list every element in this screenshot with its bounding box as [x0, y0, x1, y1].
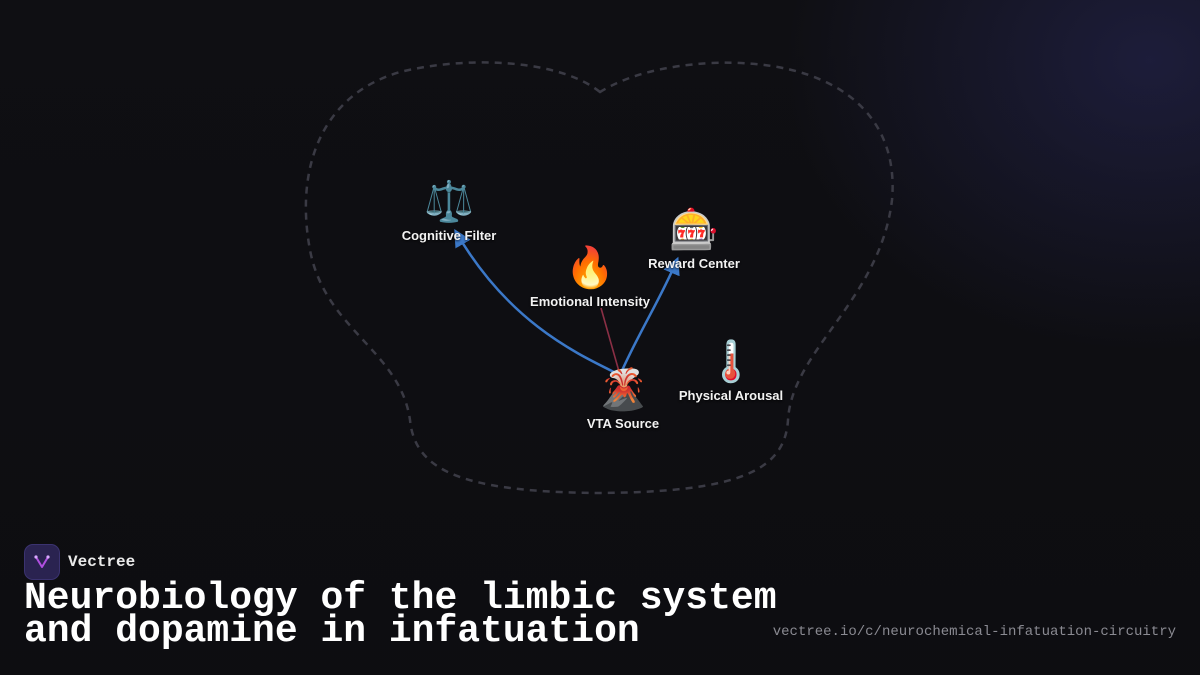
- node-label: VTA Source: [586, 416, 660, 431]
- node-label: Physical Arousal: [678, 388, 784, 403]
- node-label: Emotional Intensity: [530, 294, 650, 309]
- node-physical-arousal[interactable]: 🌡️ Physical Arousal: [679, 338, 783, 403]
- source-url[interactable]: vectree.io/c/neurochemical-infatuation-c…: [772, 624, 1176, 640]
- vectree-logo-icon: [24, 544, 60, 580]
- edge-vta-emotional: [600, 307, 621, 376]
- slot-machine-icon: 🎰: [669, 207, 719, 253]
- thermometer-icon: 🌡️: [706, 339, 756, 385]
- edges-layer: [454, 228, 680, 377]
- brain-outline: [304, 61, 894, 495]
- node-cognitive-filter[interactable]: ⚖️ Cognitive Filter: [402, 178, 497, 243]
- brand-name: Vectree: [68, 553, 136, 571]
- node-reward-center[interactable]: 🎰 Reward Center: [648, 206, 740, 271]
- edge-vta-cognitive: [454, 228, 621, 377]
- fire-icon: 🔥: [565, 245, 615, 291]
- node-label: Reward Center: [648, 256, 740, 271]
- title-line-2: and dopamine in infatuation: [24, 610, 640, 653]
- brand[interactable]: Vectree: [24, 544, 135, 580]
- node-emotional-intensity[interactable]: 🔥 Emotional Intensity: [530, 244, 650, 309]
- title-line-1: Neurobiology of the limbic system: [24, 577, 777, 620]
- node-vta-source[interactable]: 🌋 VTA Source: [587, 366, 659, 431]
- volcano-icon: 🌋: [598, 367, 648, 413]
- node-label: Cognitive Filter: [401, 228, 497, 243]
- balance-scale-icon: ⚖️: [424, 179, 474, 225]
- edge-vta-reward: [618, 256, 680, 376]
